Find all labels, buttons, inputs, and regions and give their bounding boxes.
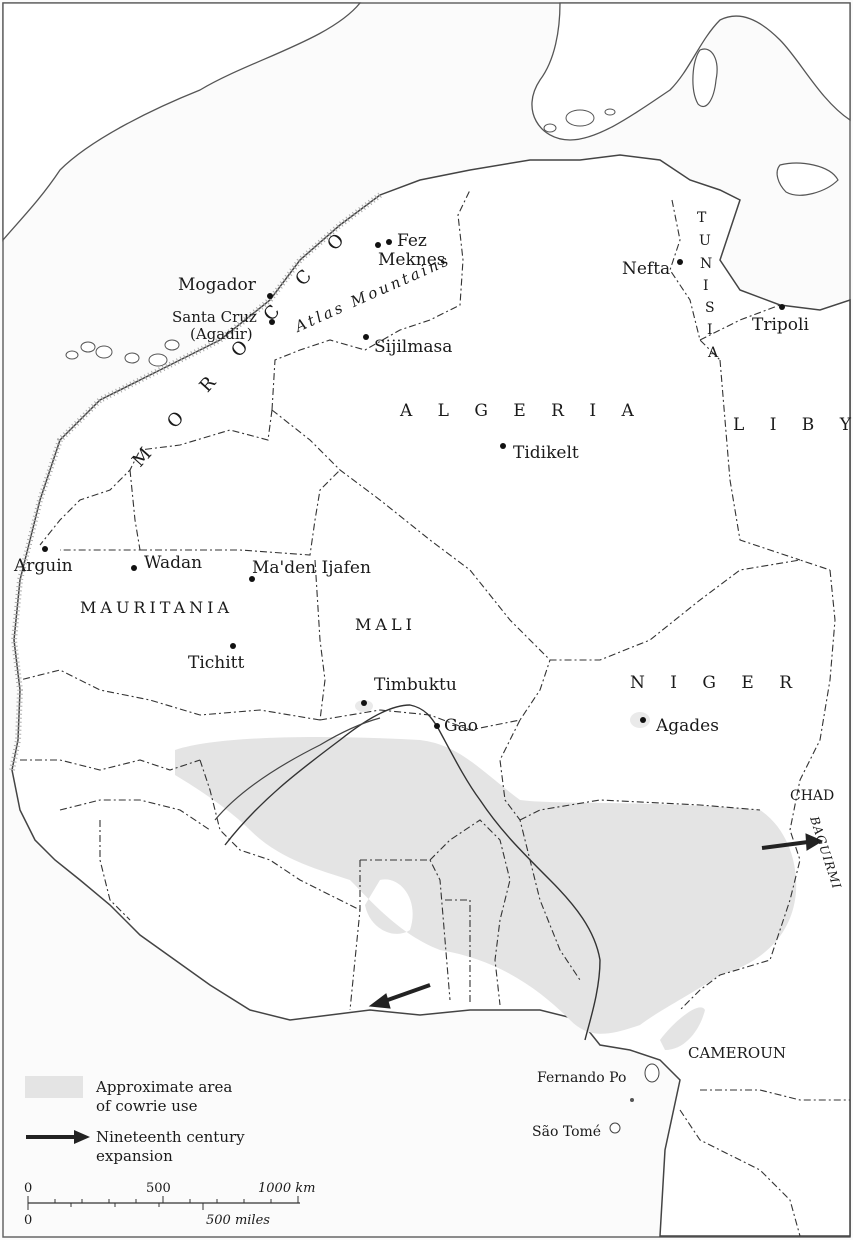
agades-dot <box>640 717 646 723</box>
southern-europe-landmass <box>2 2 362 242</box>
sao-tome-label: São Tomé <box>532 1124 601 1140</box>
svg-text:S: S <box>705 300 715 316</box>
algeria-label: A L G E R I A <box>399 401 644 421</box>
agades-label: Agades <box>655 716 719 736</box>
city-labels: Fez Meknes Mogador Santa Cruz (Agadir) S… <box>13 231 809 1140</box>
timbuktu-dot <box>361 700 367 706</box>
expansion-arrow-east-head <box>805 833 824 851</box>
mogador-label: Mogador <box>178 275 257 295</box>
wadan-label: Wadan <box>144 553 202 573</box>
sardinia-island <box>692 48 718 108</box>
scale-km-0: 0 <box>24 1181 32 1196</box>
svg-text:I: I <box>707 322 713 338</box>
nefta-label: Nefta <box>622 259 670 279</box>
balearic-island <box>543 123 557 133</box>
principe-island <box>630 1098 634 1102</box>
scale-km-1000: 1000 km <box>258 1181 315 1196</box>
tripoli-label: Tripoli <box>752 315 809 335</box>
tripoli-dot <box>779 304 785 310</box>
expansion-arrow-east <box>761 840 809 850</box>
santa-cruz-dot <box>269 319 275 325</box>
expansion-arrow-west <box>381 983 431 1004</box>
svg-text:T: T <box>697 210 707 226</box>
sijilmasa-label: Sijilmasa <box>374 337 452 357</box>
timbuktu-label: Timbuktu <box>374 675 457 695</box>
svg-text:A: A <box>707 345 719 361</box>
fernando-po-label: Fernando Po <box>537 1070 626 1086</box>
svg-text:I: I <box>703 278 709 294</box>
niger-tributary <box>214 717 381 821</box>
libya-label: L I B Y A <box>733 415 853 435</box>
city-dots <box>42 239 785 729</box>
scale-bar: 0 500 1000 km 0 500 miles <box>24 1181 315 1228</box>
mali-label: MALI <box>355 615 416 634</box>
tichitt-dot <box>230 643 236 649</box>
arguin-dot <box>42 546 48 552</box>
legend-area-line1: Approximate area <box>95 1078 232 1096</box>
scale-mile-0: 0 <box>24 1213 32 1228</box>
cowrie-area-cameroon <box>660 1007 705 1050</box>
wadan-dot <box>131 565 137 571</box>
balearic-island <box>604 108 616 116</box>
tidikelt-label: Tidikelt <box>513 443 579 463</box>
cowrie-area <box>175 737 797 1034</box>
mauritania-label: MAURITANIA <box>80 598 233 617</box>
scale-km-500: 500 <box>146 1181 171 1196</box>
legend: Approximate area of cowrie use Nineteent… <box>25 1076 245 1165</box>
sijilmasa-dot <box>363 334 369 340</box>
legend-arrow-icon <box>74 1130 90 1144</box>
cameroun-label: CAMEROUN <box>688 1044 786 1062</box>
gao-label: Gao <box>444 716 478 736</box>
legend-area-line2: of cowrie use <box>96 1097 198 1115</box>
legend-arrow-line1: Nineteenth century <box>96 1128 245 1146</box>
tunisia-label: T U N I S I A <box>697 210 719 361</box>
niger-label: N I G E R <box>630 673 802 693</box>
expansion-arrows <box>368 833 824 1009</box>
canary-islands <box>65 339 180 367</box>
legend-area-swatch <box>25 1076 83 1098</box>
gao-dot <box>434 723 440 729</box>
fez-dot <box>375 242 381 248</box>
meknes-dot <box>386 239 392 245</box>
meknes-label: Meknes <box>378 250 446 270</box>
scale-mile-500: 500 miles <box>206 1213 270 1228</box>
maden-ijafen-label: Ma'den Ijafen <box>252 558 371 578</box>
expansion-arrow-west-head <box>368 993 391 1009</box>
maden-ijafen-dot <box>249 576 255 582</box>
fez-label: Fez <box>397 231 427 251</box>
tichitt-label: Tichitt <box>188 653 245 673</box>
africa-landmass <box>11 154 851 1237</box>
svg-text:U: U <box>699 233 711 249</box>
legend-arrow-line2: expansion <box>96 1147 173 1165</box>
santa-cruz-label: Santa Cruz <box>172 308 257 326</box>
chad-label: CHAD <box>790 788 834 804</box>
coast-stipple <box>9 192 382 771</box>
fernando-po-island <box>644 1063 660 1083</box>
arguin-label: Arguin <box>13 556 73 576</box>
agadir-label: (Agadir) <box>190 325 253 343</box>
sao-tome-island <box>609 1122 621 1134</box>
tidikelt-dot <box>500 443 506 449</box>
political-boundaries <box>19 189 850 1237</box>
svg-text:N: N <box>700 256 712 272</box>
niger-river <box>224 704 601 1041</box>
sicily-island <box>776 162 839 196</box>
balearic-island <box>565 109 595 127</box>
italy-landmass <box>531 2 851 141</box>
mogador-dot <box>267 293 273 299</box>
nefta-dot <box>677 259 683 265</box>
